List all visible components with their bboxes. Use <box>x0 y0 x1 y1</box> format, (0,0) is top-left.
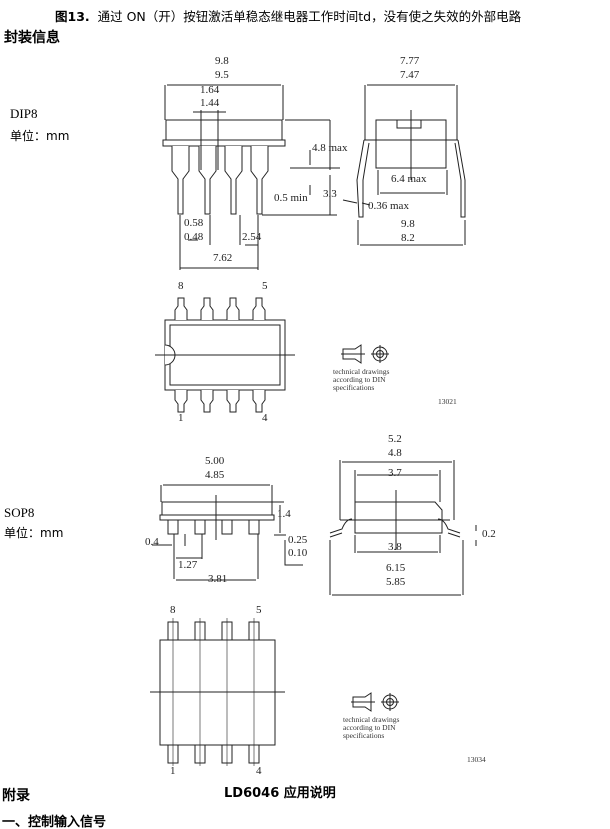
figure-number: 图13. <box>55 9 90 24</box>
dim-label: 3.7 <box>388 467 402 479</box>
dim-label: 7.47 <box>400 69 420 81</box>
dip8-side-view <box>162 84 340 270</box>
dim-label: 6.15 <box>386 562 406 574</box>
pin-number: 1 <box>170 765 176 777</box>
dim-label: 3.3 <box>323 188 337 200</box>
sop8-top-view <box>150 618 285 766</box>
dim-label: 1.64 <box>200 84 220 96</box>
dim-label: 4.85 <box>205 469 225 481</box>
pin-number: 5 <box>262 280 268 292</box>
section-title: 封装信息 <box>4 30 60 46</box>
dim-label: 0.25 <box>288 534 308 546</box>
dim-label: 0.10 <box>288 547 308 559</box>
dip8-unit: 单位：mm <box>10 129 70 143</box>
sop8-side-view <box>152 484 303 581</box>
document-title: LD6046 应用说明 <box>224 786 336 801</box>
dim-label: 1.27 <box>178 559 198 571</box>
dim-label: 0.4 <box>145 536 159 548</box>
dim-label: 3.81 <box>208 573 228 585</box>
dim-label: 0.58 <box>184 217 204 229</box>
dim-label: 4.8 <box>388 447 402 459</box>
appendix-title: 附录 <box>2 788 30 804</box>
subsection-title: 一、控制输入信号 <box>2 815 107 829</box>
dim-label: 3.8 <box>388 541 402 553</box>
dim-label: 0.5 min <box>274 192 308 204</box>
sop8-unit: 单位：mm <box>4 526 64 540</box>
dim-label: 5.2 <box>388 433 402 445</box>
projection-symbol-icon <box>341 344 389 364</box>
projection-symbol-icon <box>351 692 399 712</box>
dim-label: 2.54 <box>242 231 262 243</box>
pin-number: 4 <box>256 765 262 777</box>
dim-label: 4.8 max <box>312 142 348 154</box>
pin-number: 4 <box>262 412 268 424</box>
caption-text: 通过 ON（开）按钮激活单稳态继电器工作时间td，没有使之失效的外部电路 <box>97 9 522 24</box>
figure-caption: 图13. 通过 ON（开）按钮激活单稳态继电器工作时间td，没有使之失效的外部电… <box>55 6 521 25</box>
dip8-label: DIP8 <box>10 106 38 121</box>
dim-label: 7.62 <box>213 252 233 264</box>
pin-number: 8 <box>178 280 184 292</box>
dim-label: 5.85 <box>386 576 406 588</box>
drawing-code: 13021 <box>438 397 457 406</box>
dim-label: 8.2 <box>401 232 415 244</box>
dim-label: 0.2 <box>482 528 496 540</box>
dip8-end-view <box>342 84 466 246</box>
dip8-top-view <box>155 297 295 413</box>
dim-label: 1.4 <box>277 508 291 520</box>
dim-label: 1.44 <box>200 97 220 109</box>
dim-label: 9.5 <box>215 69 229 81</box>
pin-number: 8 <box>170 604 176 616</box>
sop8-label: SOP8 <box>4 505 35 520</box>
dim-label: 9.8 <box>401 218 415 230</box>
dim-label: 7.77 <box>400 55 420 67</box>
dim-label: 5.00 <box>205 455 225 467</box>
drawing-code: 13034 <box>467 755 486 764</box>
dim-label: 9.8 <box>215 55 229 67</box>
dim-label: 6.4 max <box>391 173 427 185</box>
pin-number: 1 <box>178 412 184 424</box>
dim-label: 0.48 <box>184 231 204 243</box>
sop8-end-view <box>329 460 477 596</box>
dim-label: 0.36 max <box>368 200 409 212</box>
pin-number: 5 <box>256 604 262 616</box>
